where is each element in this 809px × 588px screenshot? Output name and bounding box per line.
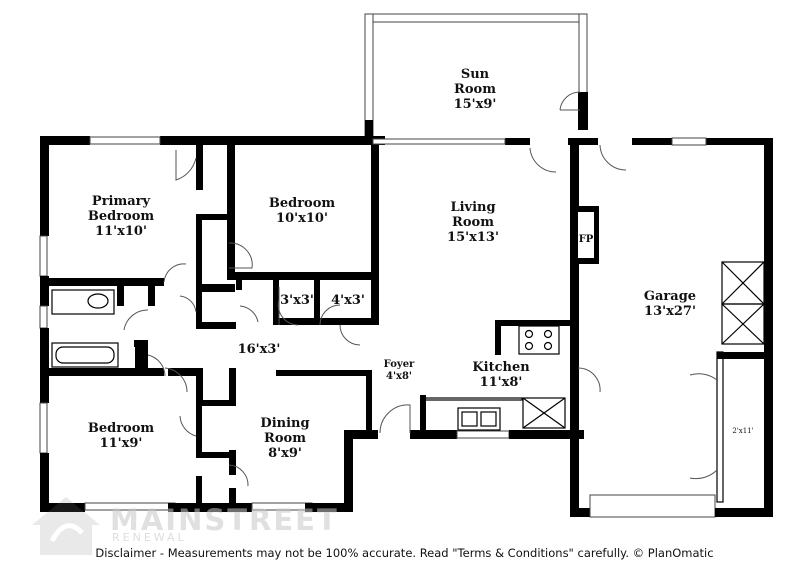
closet-a-size: 3'x3' bbox=[280, 293, 314, 308]
sun-room-name-2: Room bbox=[454, 82, 496, 97]
disclaimer-text: Disclaimer - Measurements may not be 100… bbox=[95, 546, 714, 560]
kitchen-size: 11'x8' bbox=[480, 375, 523, 390]
fixtures bbox=[51, 261, 765, 503]
doors bbox=[123, 144, 627, 487]
dining-room-size: 8'x9' bbox=[268, 446, 302, 461]
kitchen-name: Kitchen bbox=[472, 360, 530, 375]
watermark-sub: RENEWAL bbox=[112, 531, 187, 544]
dining-room-name-1: Dining bbox=[260, 416, 309, 431]
closet-b-size: 4'x3' bbox=[331, 293, 365, 308]
living-room-name-2: Room bbox=[452, 215, 494, 230]
living-room-name-1: Living bbox=[450, 200, 495, 215]
primary-bedroom-size: 11'x10' bbox=[95, 224, 147, 239]
garage-name: Garage bbox=[644, 289, 696, 304]
garage-size: 13'x27' bbox=[644, 304, 696, 319]
interior-walls bbox=[49, 145, 599, 512]
living-room-size: 15'x13' bbox=[447, 230, 499, 245]
bedroom-1-size: 10'x10' bbox=[276, 211, 328, 226]
hall-size: 16'x3' bbox=[238, 342, 281, 357]
bedroom-2-name: Bedroom bbox=[88, 421, 155, 436]
bedroom-2-size: 11'x9' bbox=[100, 436, 143, 451]
watermark-logo-icon bbox=[32, 497, 100, 555]
dining-room-name-2: Room bbox=[264, 431, 306, 446]
sun-room-walls bbox=[364, 13, 588, 142]
fireplace-label: FP bbox=[579, 234, 594, 245]
primary-bedroom-name-2: Bedroom bbox=[88, 209, 155, 224]
primary-bedroom-name-1: Primary bbox=[92, 194, 151, 209]
room-labels: Sun Room 15'x9' Primary Bedroom 11'x10' … bbox=[88, 67, 754, 461]
sun-room-size: 15'x9' bbox=[454, 97, 497, 112]
foyer-size: 4'x8' bbox=[386, 371, 412, 382]
exterior-walls bbox=[39, 136, 773, 518]
watermark-brand: MAINSTREET bbox=[110, 503, 339, 537]
garage-closet-size: 2'x11' bbox=[732, 427, 753, 435]
foyer-name: Foyer bbox=[384, 359, 415, 370]
bedroom-1-name: Bedroom bbox=[269, 196, 336, 211]
sun-room-name-1: Sun bbox=[461, 67, 490, 82]
